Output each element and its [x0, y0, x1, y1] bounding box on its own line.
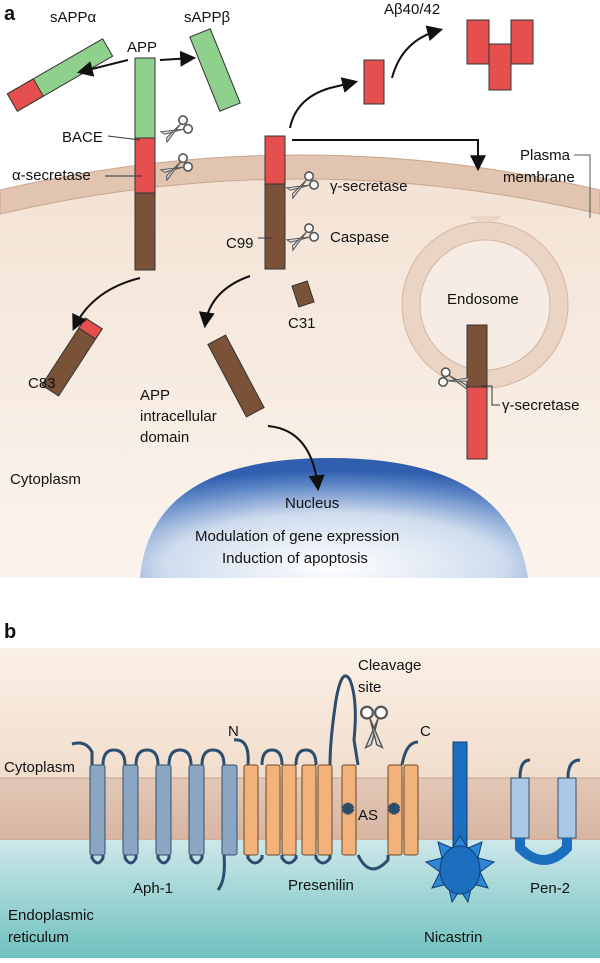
cleavage-site-label-1: Cleavage	[358, 657, 421, 674]
bace-scissors-icon	[158, 113, 195, 146]
modulation-label: Modulation of gene expression	[195, 528, 399, 545]
abeta-oligomer	[466, 19, 534, 91]
alpha-secretase-label: α-secretase	[12, 167, 91, 184]
abeta-label: Aβ40/42	[384, 1, 440, 18]
pen2-label: Pen-2	[530, 880, 570, 897]
panel-a: a APP sAPPα	[0, 1, 600, 578]
pen2-protein	[510, 758, 581, 865]
nucleus	[140, 458, 528, 578]
nicastrin-protein	[424, 741, 496, 904]
aicd-label-3: domain	[140, 429, 189, 446]
n-terminus-label: N	[228, 723, 239, 740]
abeta-monomer	[363, 59, 385, 105]
induction-label: Induction of apoptosis	[222, 550, 368, 567]
as-label: AS	[358, 807, 378, 824]
aicd-fragment	[207, 334, 265, 418]
sappa-fragment	[6, 38, 114, 112]
panel-a-label: a	[4, 3, 16, 25]
caspase-label: Caspase	[330, 229, 389, 246]
panel-b-label: b	[4, 621, 16, 643]
plasma-membrane-label-1: Plasma	[520, 147, 571, 164]
c31-fragment	[291, 280, 315, 308]
c99-fragment	[264, 135, 286, 270]
c-terminus-label: C	[420, 723, 431, 740]
sappb-fragment	[189, 28, 241, 112]
gamma-secretase-label-1: γ-secretase	[330, 178, 408, 195]
sappb-label: sAPPβ	[184, 9, 231, 26]
er-label-2: reticulum	[8, 929, 69, 946]
aicd-label-2: intracellular	[140, 408, 217, 425]
c31-label: C31	[288, 315, 316, 332]
er-label-1: Endoplasmic	[8, 907, 94, 924]
active-site-marker-1: ✱	[343, 802, 353, 816]
app-protein	[134, 57, 156, 271]
er-lumen	[0, 840, 600, 958]
panel-b: b Cytoplasm Endoplasmic reticulum	[0, 621, 600, 958]
nicastrin-label: Nicastrin	[424, 929, 482, 946]
cleavage-site-label-2: site	[358, 679, 381, 696]
cytoplasm-label-a: Cytoplasm	[10, 471, 81, 488]
c99-label: C99	[226, 235, 254, 252]
nucleus-label: Nucleus	[285, 495, 339, 512]
aph1-protein	[71, 741, 238, 891]
endosome-label: Endosome	[447, 291, 519, 308]
endosome-app	[466, 324, 488, 460]
c83-label: C83	[28, 375, 56, 392]
active-site-marker-2: ✱	[389, 802, 399, 816]
aicd-label-1: APP	[140, 387, 170, 404]
app-label: APP	[127, 39, 157, 56]
gamma-secretase-label-2: γ-secretase	[502, 397, 580, 414]
plasma-membrane-label-2: membrane	[503, 169, 575, 186]
bace-label: BACE	[62, 129, 103, 146]
cytoplasm-region-b	[0, 648, 600, 778]
presenilin-label: Presenilin	[288, 877, 354, 894]
cytoplasm-label-b: Cytoplasm	[4, 759, 75, 776]
sappa-label: sAPPα	[50, 9, 97, 26]
aph1-label: Aph-1	[133, 880, 173, 897]
presenilin-protein: ✱ ✱	[233, 674, 419, 871]
